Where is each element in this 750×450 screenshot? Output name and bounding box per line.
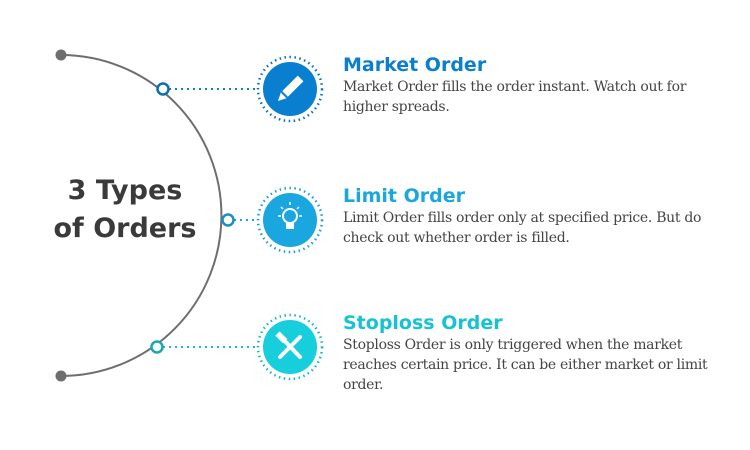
tools-icon	[256, 313, 324, 381]
limit-order-item: Limit Order Limit Order fills order only…	[343, 184, 733, 248]
title-line: of Orders	[53, 213, 197, 244]
item-description: Limit Order fills order only at specifie…	[343, 210, 702, 246]
arc-line	[60, 54, 223, 377]
stoploss-order-item: Stoploss Order Stoploss Order is only tr…	[343, 311, 733, 395]
arc-node	[150, 340, 164, 354]
lightbulb-icon	[256, 186, 324, 254]
pencil-icon	[256, 55, 324, 123]
title-line: 3 Types	[67, 175, 183, 206]
diagram-title: 3 Types of Orders	[40, 172, 210, 248]
market-order-item: Market Order Market Order fills the orde…	[343, 53, 733, 117]
arc-end-dot	[55, 370, 67, 382]
item-description: Market Order fills the order instant. Wa…	[343, 79, 687, 115]
arc-end-dot	[55, 49, 67, 61]
arc-node	[221, 213, 235, 227]
item-heading: Market Order	[343, 54, 487, 76]
arc-node	[156, 82, 170, 96]
item-description: Stoploss Order is only triggered when th…	[343, 337, 708, 393]
item-heading: Limit Order	[343, 185, 466, 207]
item-heading: Stoploss Order	[343, 312, 503, 334]
